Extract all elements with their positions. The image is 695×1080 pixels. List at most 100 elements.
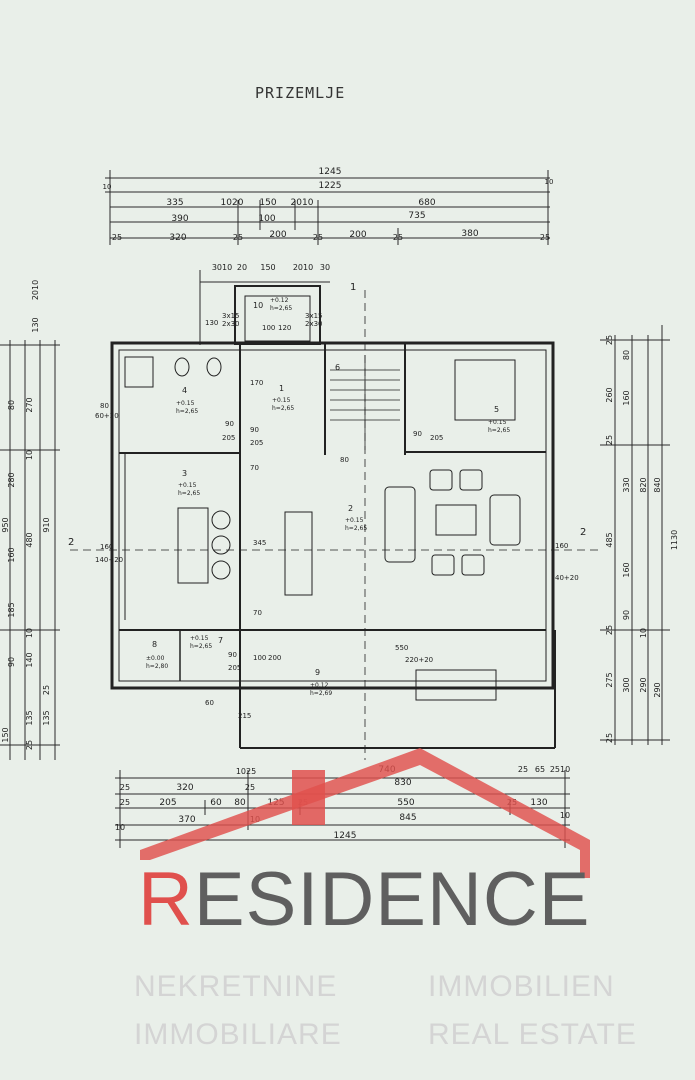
residence-roof-logo <box>140 748 590 878</box>
opening-label: 120 <box>278 324 291 332</box>
toilet-icon <box>174 357 190 377</box>
coffee-table-icon <box>435 504 477 536</box>
opening-label: 205 <box>228 664 241 672</box>
dim-value: 160 <box>622 390 631 405</box>
dim-value: 550 <box>397 798 414 808</box>
terrace-table-icon <box>415 669 497 701</box>
opening-label: 70 <box>253 609 262 617</box>
dim-value: 830 <box>394 778 411 788</box>
dim-value: 3010 <box>212 263 232 272</box>
room-level: +0.15 <box>345 517 364 524</box>
sofa-icon <box>489 494 521 546</box>
dim-value: 480 <box>25 532 34 547</box>
dim-value: 2010 <box>293 263 313 272</box>
opening-label: 200 <box>268 654 281 662</box>
armchair-icon <box>429 469 453 491</box>
room-number: 6 <box>335 363 340 372</box>
dim-value: 1130 <box>670 530 679 550</box>
dim-value: 25 <box>605 335 614 345</box>
dim-value: 25 <box>120 783 130 792</box>
dim-value: 2010 <box>291 198 314 208</box>
dim-value: 185 <box>7 602 16 617</box>
dim-value: 30 <box>320 263 330 272</box>
stool-icon <box>211 560 231 580</box>
dim-value: 130 <box>31 317 40 332</box>
room-height: h=2,69 <box>310 690 332 697</box>
dim-value: 10 <box>560 811 570 820</box>
room-height: h=2,80 <box>146 663 168 670</box>
opening-label: 90 <box>250 426 259 434</box>
room-level: +0.15 <box>176 400 195 407</box>
dim-value: 90 <box>7 657 16 667</box>
opening-label: 80 <box>100 402 109 410</box>
dim-value: 25 <box>393 233 403 242</box>
opening-label: 60 <box>205 699 214 707</box>
opening-label: 70 <box>250 464 259 472</box>
room-level: +0.15 <box>272 397 291 404</box>
dim-value: 820 <box>639 477 648 492</box>
room-number: 1 <box>279 384 284 393</box>
dim-value: 2510 <box>550 765 570 774</box>
dim-value: 485 <box>605 532 614 547</box>
dim-value: 380 <box>461 229 478 239</box>
dim-value: 60 <box>210 798 222 808</box>
logo-letter-r: R <box>138 857 194 942</box>
room-level: +0.12 <box>270 297 289 304</box>
room-number: 5 <box>494 405 499 414</box>
dim-value: 65 <box>535 765 545 774</box>
room-number: 4 <box>182 386 187 395</box>
dim-value: 140 <box>25 652 34 667</box>
dining-table-icon <box>284 511 313 596</box>
dim-value: 2010 <box>31 280 40 300</box>
dim-value: 150 <box>260 263 275 272</box>
opening-label: 90 <box>228 651 237 659</box>
dim-value: 300 <box>622 677 631 692</box>
opening-label: 60+20 <box>95 412 119 420</box>
dim-value: 80 <box>7 400 16 410</box>
dim-value: 1025 <box>236 767 256 776</box>
room-level: +0.12 <box>310 682 329 689</box>
dim-value: 390 <box>171 214 188 224</box>
dim-value: 270 <box>25 397 34 412</box>
dim-value: 160 <box>7 547 16 562</box>
room-level: +0.15 <box>190 635 209 642</box>
room-height: h=2,65 <box>488 427 510 434</box>
plan-title: PRIZEMLJE <box>255 84 346 102</box>
section-mark: 2 <box>68 537 74 548</box>
room-level: ±0.00 <box>146 655 165 662</box>
dim-value: 330 <box>622 477 631 492</box>
dim-value: 680 <box>418 198 435 208</box>
stool-icon <box>211 510 231 530</box>
opening-label: 3x15 <box>305 312 323 320</box>
dim-value: 25 <box>605 435 614 445</box>
opening-label: 170 <box>250 379 263 387</box>
dim-value: 135 <box>25 710 34 725</box>
room-height: h=2,65 <box>345 525 367 532</box>
dim-value: 135 <box>42 710 51 725</box>
dim-value: 200 <box>349 230 366 240</box>
opening-label: 2x30 <box>305 320 323 328</box>
room-number: 10 <box>253 301 263 310</box>
opening-label: 40+20 <box>555 574 579 582</box>
dim-value: 10 <box>25 450 34 460</box>
bidet-icon <box>206 357 222 377</box>
opening-label: 205 <box>430 434 443 442</box>
dim-value: 290 <box>639 677 648 692</box>
dim-value: 25 <box>540 233 550 242</box>
room-number: 2 <box>348 504 353 513</box>
dim-value: 10 <box>639 628 648 638</box>
room-number: 9 <box>315 668 320 677</box>
dim-value: 100 <box>258 214 275 224</box>
dim-value: 150 <box>259 198 276 208</box>
outer-wall <box>110 341 555 690</box>
room-level: +0.15 <box>178 482 197 489</box>
dim-value: 290 <box>653 682 662 697</box>
logo-rest: ESIDENCE <box>193 857 591 942</box>
opening-label: 160 <box>100 543 113 551</box>
dim-value: 90 <box>622 610 631 620</box>
dim-value: 370 <box>178 815 195 825</box>
dim-value: 10 <box>545 178 554 186</box>
dim-value: 205 <box>159 798 176 808</box>
dim-value: 25 <box>42 685 51 695</box>
